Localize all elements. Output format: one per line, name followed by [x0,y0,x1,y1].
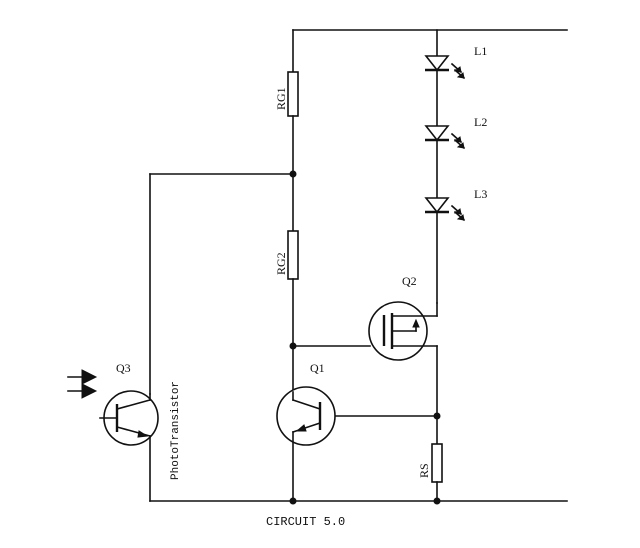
circuit-title: CIRCUIT 5.0 [266,515,345,529]
label-l3: L3 [474,187,487,201]
resistor-rg2 [287,230,299,280]
label-q3: Q3 [116,361,131,375]
resistor-rg1 [287,71,299,117]
transistor-q1 [276,386,336,502]
label-rg1: RG1 [274,87,288,110]
led-l1 [424,55,466,80]
junction-dot-ground-q1 [289,497,297,505]
led-l3 [424,197,466,222]
junction-dot-ground-rs [433,497,441,505]
label-l2: L2 [474,115,487,129]
phototransistor-q3 [67,369,159,502]
resistor-rs [431,443,443,483]
label-q1: Q1 [310,361,325,375]
mosfet-q2 [368,301,438,361]
label-rs: RS [417,463,431,478]
label-q2: Q2 [402,274,417,288]
label-rg2: RG2 [274,252,288,275]
label-phototransistor: PhotoTransistor [170,381,182,480]
led-l2 [424,125,466,150]
label-l1: L1 [474,44,487,58]
